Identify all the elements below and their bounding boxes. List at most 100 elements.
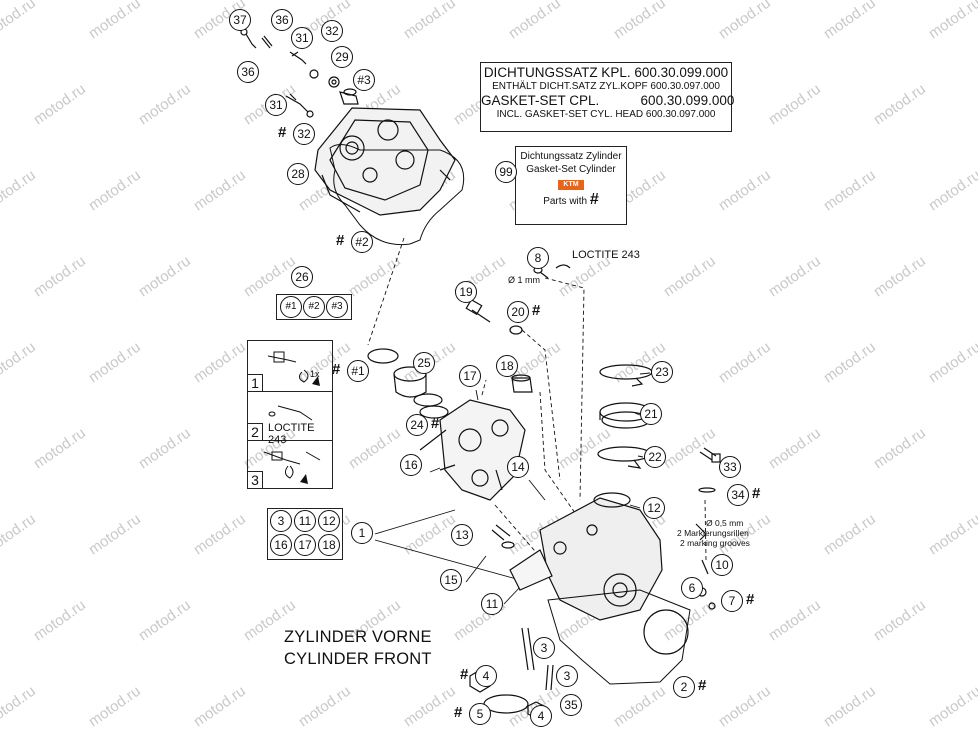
small-parts-right [491,447,721,610]
diameter-1mm-note: Ø 1 mm [508,275,541,285]
gasket-set-mark: # [698,677,707,694]
step-2-note: LOCTITE 243 [268,422,315,446]
part-callout-16: 16 [400,454,422,476]
part-callout-26: 26 [291,266,313,288]
part-callout-13: 13 [451,524,473,546]
gasket-info-line1: DICHTUNGSSATZ KPL. 600.30.099.000 [483,65,729,80]
part-callout-36: 36 [271,9,293,31]
gasket-set-mark: # [336,232,345,249]
part-callout-99: 99 [495,161,517,183]
part-callout-8: 8 [527,247,549,269]
gasket-info-line2: ENTHÄLT DICHT.SATZ ZYL.KOPF 600.30.097.0… [492,81,720,92]
group-26-item-3: #3 [326,296,348,318]
marking-grooves-en: 2 marking grooves [680,538,750,548]
step-2-number: 2 [248,423,263,440]
title-line-de: ZYLINDER VORNE [284,628,432,646]
top-small-parts [240,28,359,118]
part-callout-31: 31 [265,94,287,116]
gasket-set-mark: # [454,704,463,721]
marking-grooves-de: 2 Markierungsrillen [677,528,749,538]
diameter-05mm-note: Ø 0,5 mm [706,518,744,528]
part-callout-24: 24 [406,414,428,436]
part-callout-36: 36 [237,61,259,83]
group-26-item-2: #2 [303,296,325,318]
part-callout-6: 6 [681,577,703,599]
part-callout-20: 20 [507,301,529,323]
part-callout-hash2: #2 [351,231,373,253]
step-arrows [300,376,320,484]
seal-1 [367,348,399,364]
step-panel-2: 2 LOCTITE 243 [247,390,333,446]
gasket-kit-box: Dichtungssatz Zylinder Gasket-Set Cylind… [515,146,627,225]
part-callout-34: 34 [727,484,749,506]
part-callout-28: 28 [287,163,309,185]
part-callout-17: 17 [459,365,481,387]
part-callout-14: 14 [507,456,529,478]
part-callout-37: 37 [229,9,251,31]
part-callout-4: 4 [530,705,552,727]
kit-parts-text: Parts with [543,196,588,207]
cylinder-head-body [509,492,663,621]
group-26-item-1: #1 [280,296,302,318]
valve-cover-drawing [314,107,456,216]
part-callout-12: 12 [643,497,665,519]
part-callout-22: 22 [644,446,666,468]
part-callout-5: 5 [469,703,491,725]
part-callout-21: 21 [640,403,662,425]
head-gasket-2 [547,589,691,685]
gasket-set-info-box: DICHTUNGSSATZ KPL. 600.30.099.000 ENTHÄL… [480,62,735,132]
part-callout-4: 4 [475,665,497,687]
gasket-info-line3: GASKET-SET CPL. 600.30.099.000 [481,93,735,108]
part-callout-31: 31 [291,27,313,49]
small-parts-column [465,264,571,491]
gasket-set-mark: # [278,124,287,141]
part-callout-10: 10 [711,554,733,576]
step-sketches [263,351,321,479]
part-callout-15: 15 [440,569,462,591]
part-callout-25: 25 [413,352,435,374]
part-callout-hash3: #3 [353,69,375,91]
part-callout-3: 3 [556,665,578,687]
kit-parts-mark: # [589,191,599,208]
part-callout-35: 35 [560,694,582,716]
studs [521,627,554,691]
step-1-note: 1x [310,369,320,379]
part-callout-18: 18 [496,355,518,377]
part-callout-1: 1 [351,522,373,544]
part-callout-11: 11 [481,593,503,615]
loctite-note-top: LOCTITE 243 [572,249,640,261]
part-callout-3: 3 [533,637,555,659]
group-1-item-16: 16 [270,534,292,556]
title-line-en: CYLINDER FRONT [284,650,432,668]
group-1-item-18: 18 [318,534,340,556]
kit-parts-note: Parts with # [516,191,626,208]
part-callout-32: 32 [321,20,343,42]
group-1-item-12: 12 [318,510,340,532]
step-panel-1: 1 1x [247,340,333,392]
group-1-item-3: 3 [270,510,292,532]
part-callout-7: 7 [721,590,743,612]
step-1-number: 1 [248,374,263,391]
gasket-info-line4: INCL. GASKET-SET CYL. HEAD 600.30.097.00… [496,109,716,120]
gasket-set-mark: # [532,302,541,319]
part-callout-19: 19 [455,281,477,303]
step-panel-3: 3 [247,440,333,489]
cylinder-sleeve-25 [393,366,449,419]
ktm-logo: KTM [558,180,584,190]
part-callout-hash1: #1 [347,360,369,382]
valve-cover-gasket [329,144,465,246]
gasket-set-mark: # [332,361,341,378]
part-callout-33: 33 [719,456,741,478]
group-1-item-17: 17 [294,534,316,556]
diagram-title: ZYLINDER VORNE CYLINDER FRONT [284,626,432,670]
part-callout-32: 32 [293,123,315,145]
group-1-item-11: 11 [294,510,316,532]
gasket-set-mark: # [431,415,440,432]
kit-line2: Gasket-Set Cylinder [526,164,616,175]
step-3-number: 3 [248,471,263,488]
gasket-set-mark: # [746,591,755,608]
part-callout-29: 29 [331,46,353,68]
part-callout-23: 23 [651,361,673,383]
leader-lines [367,237,707,581]
